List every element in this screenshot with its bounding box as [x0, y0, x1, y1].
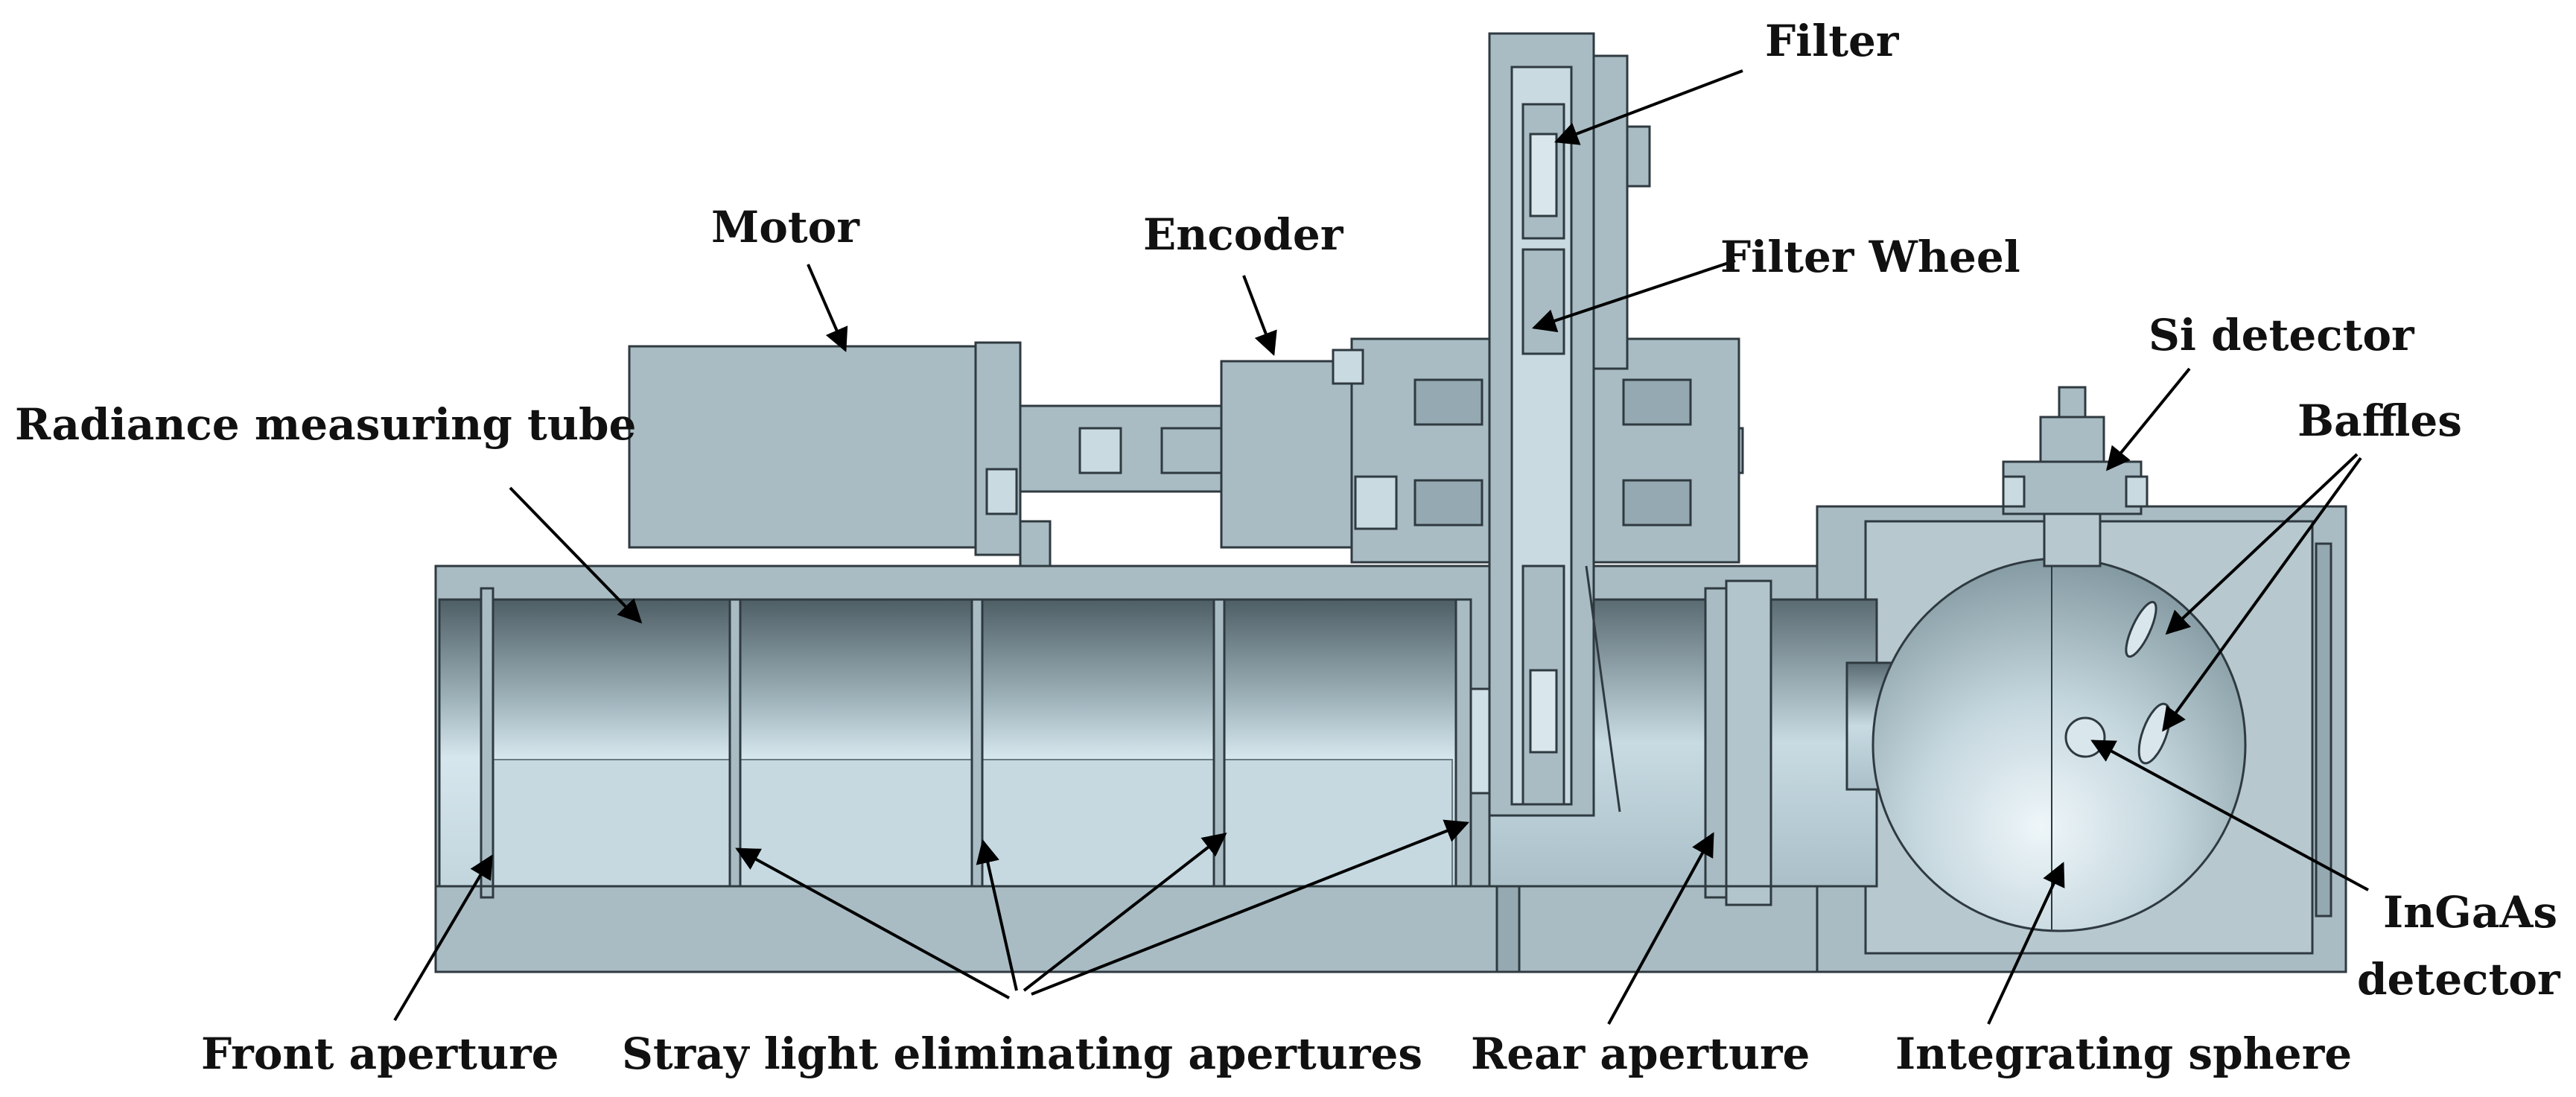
ingaas-detector-port: [2064, 716, 2106, 758]
filter-lower-element: [1529, 669, 1558, 754]
rear-aperture-ring: [1704, 587, 1728, 899]
label-ingaas-line1: InGaAs: [2383, 887, 2557, 938]
stray-aperture-ring-1: [728, 598, 742, 888]
baffle-upper: [2125, 600, 2157, 658]
mount-slot: [1495, 885, 1521, 973]
label-rear-aperture: Rear aperture: [1471, 1028, 1810, 1079]
arrow-si-detector: [2105, 367, 2191, 471]
filter-wheel-disc-edge: [1585, 565, 1621, 813]
encoder-recess-2: [1622, 378, 1692, 426]
motor-flange: [974, 341, 1022, 556]
arrow-filter: [1554, 69, 1743, 145]
label-si-detector: Si detector: [2149, 310, 2415, 360]
label-ingaas-line2: detector: [2357, 954, 2561, 1005]
coupling-detail-1: [1078, 427, 1122, 474]
arrow-baffle-2: [2162, 457, 2362, 732]
label-baffles: Baffles: [2297, 395, 2462, 446]
si-detector-foot-left: [2002, 475, 2026, 508]
arrow-ingaas: [2090, 740, 2369, 891]
label-front-aperture: Front aperture: [201, 1028, 559, 1079]
filter-wheel-hub: [1521, 248, 1565, 355]
encoder: [1160, 337, 1744, 564]
integrating-sphere-assembly: [1871, 386, 2332, 932]
arrow-stray-3: [1023, 833, 1227, 992]
si-detector-stem: [2043, 512, 2102, 567]
motor-standoff: [1019, 520, 1052, 567]
encoder-bearing-1: [1354, 475, 1398, 530]
label-radiance-tube: Radiance measuring tube: [15, 399, 636, 450]
label-motor: Motor: [711, 202, 860, 252]
coupling-detail-2: [985, 468, 1018, 515]
arrow-front-aperture: [393, 854, 493, 1022]
encoder-bearing-2: [1332, 349, 1364, 385]
label-stray-light: Stray light eliminating apertures: [622, 1028, 1422, 1079]
arrow-baffle-1: [2165, 453, 2359, 635]
si-detector-foot-right: [2125, 475, 2149, 508]
encoder-recess-4: [1622, 479, 1692, 527]
arrow-motor: [807, 264, 848, 352]
encoder-recess-1: [1413, 378, 1483, 426]
stray-aperture-ring-4: [1454, 598, 1472, 888]
arrow-stray-4: [1031, 819, 1469, 996]
right-wall-slot: [2315, 542, 2332, 918]
arrow-stray-1: [735, 848, 1010, 999]
motor-body: [628, 345, 977, 549]
labels: Filter Motor Encoder Filter Wheel Si det…: [15, 16, 2561, 1079]
arrow-stray-2: [976, 839, 1018, 991]
filter-wheel-cover: [1592, 54, 1629, 370]
si-detector-cap: [2039, 416, 2105, 463]
si-detector-top: [2058, 386, 2087, 419]
arrow-filter-wheel: [1531, 259, 1736, 333]
label-filter-wheel: Filter Wheel: [1720, 232, 2020, 282]
arrow-radiance-tube: [509, 486, 643, 624]
leader-arrows: [393, 69, 2369, 1025]
encoder-recess-3: [1413, 479, 1483, 527]
encoder-body: [1220, 360, 1353, 549]
label-integrating-sphere: Integrating sphere: [1895, 1028, 2352, 1079]
arrow-encoder: [1242, 275, 1277, 356]
stray-aperture-ring-2: [970, 598, 984, 888]
label-encoder: Encoder: [1143, 209, 1344, 260]
filter-wheel-assembly: [1488, 32, 1651, 817]
front-aperture-ring: [480, 587, 494, 899]
filter-element: [1529, 133, 1558, 217]
label-filter: Filter: [1765, 16, 1900, 66]
rear-aperture-flange: [1725, 579, 1772, 906]
filter-wheel-knob: [1626, 125, 1651, 188]
arrow-integrating-sphere: [1987, 862, 2065, 1025]
motor: [628, 341, 1223, 567]
arrow-rear-aperture: [1607, 832, 1714, 1025]
